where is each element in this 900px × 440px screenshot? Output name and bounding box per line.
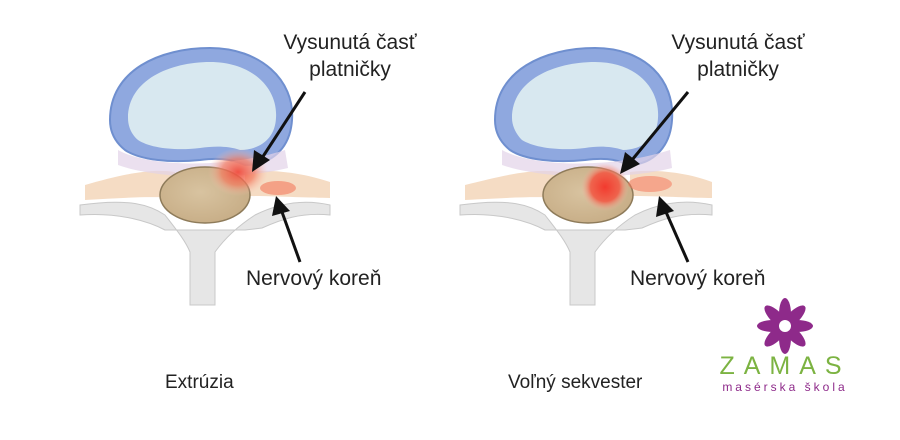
label-protruded-disc-line2: platničky [309, 58, 391, 81]
herniation-trail [260, 181, 296, 195]
disc-nucleus [128, 62, 277, 150]
herniation-sequester [581, 163, 629, 211]
arrow-head-nerve [272, 196, 290, 216]
arrow-to-nerve [280, 211, 302, 263]
arrow-to-herniation [260, 91, 307, 159]
label-protruded-disc-line1: Vysunutá časť [283, 31, 417, 54]
nerve-root-left [465, 170, 560, 200]
zamas-logo: ZAMAS masérska škola [700, 298, 870, 408]
nerve-root-left [85, 170, 175, 200]
label-protruded-disc-line1: Vysunutá časť [671, 31, 805, 54]
disc-band [502, 150, 672, 177]
lotus-flower-icon [757, 298, 813, 354]
caption-free-sequester: Voľný sekvester [508, 372, 643, 393]
vertebra-bone [459, 201, 713, 306]
spine-illustration-sequester [459, 46, 713, 306]
arrow-head-nerve [656, 196, 674, 217]
label-protruded-disc: Vysunutá časť platničky [265, 29, 435, 83]
arrow-to-nerve [664, 211, 690, 263]
label-protruded-disc-line2: platničky [697, 58, 779, 81]
logo-wordmark: ZAMAS [719, 352, 851, 380]
arrow-head-herniation [620, 152, 640, 174]
disc-nucleus [512, 62, 659, 150]
label-nerve-root: Nervový koreň [246, 267, 382, 290]
herniation-trail [628, 176, 672, 192]
caption-extrusion: Extrúzia [165, 372, 234, 393]
panel-free-sequester: Vysunutá časť platničky Nervový koreň Vo… [450, 0, 900, 435]
label-protruded-disc: Vysunutá časť platničky [653, 29, 823, 83]
spine-illustration-extrusion [79, 46, 331, 306]
arrow-head-herniation [252, 150, 270, 172]
herniation-extrusion [208, 148, 268, 196]
panel-extrusion: Vysunutá časť platničky Nervový koreň Ex… [0, 0, 450, 435]
logo-subtitle: masérska škola [722, 380, 848, 394]
label-nerve-root: Nervový koreň [630, 267, 766, 290]
vertebra-bone [79, 201, 331, 306]
arrow-to-herniation [630, 91, 690, 161]
